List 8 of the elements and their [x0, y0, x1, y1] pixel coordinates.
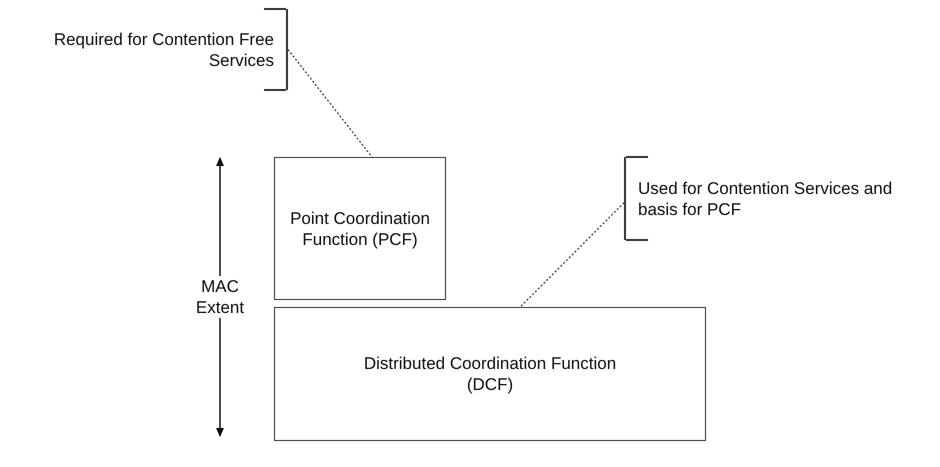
leader-line — [520, 202, 624, 308]
callout-text: Used for Contention Services and basis for PCF — [638, 178, 894, 220]
process-box — [274, 307, 706, 441]
leader-line — [288, 49, 373, 158]
callout-text: Required for Contention Free Services — [52, 28, 274, 70]
box-label: Distributed Coordination Function (DCF) — [362, 353, 618, 395]
box-label: Point Coordination Function (PCF) — [289, 208, 431, 250]
process-box — [274, 157, 446, 300]
